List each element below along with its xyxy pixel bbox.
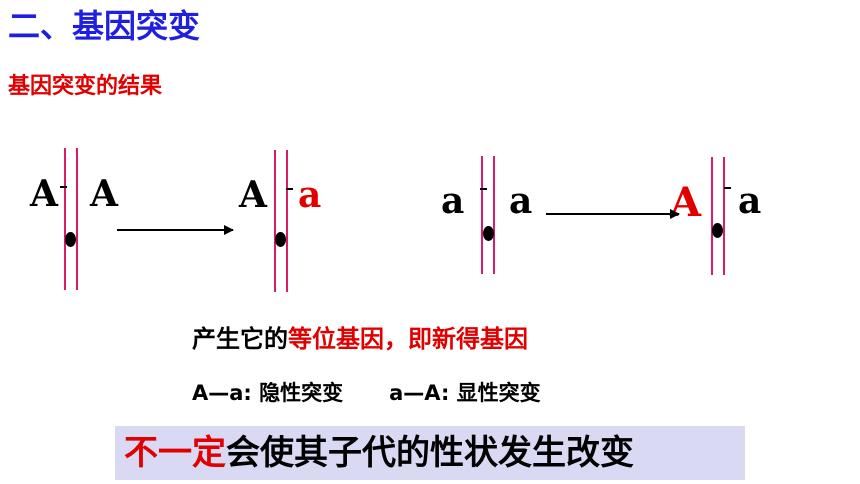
allele-2-before-left: a <box>441 180 465 222</box>
conclusion-text: 不一定会使其子代的性状发生改变 <box>124 431 634 475</box>
allele-1-before-left: A <box>30 173 58 215</box>
dominant-mutation-label: a—A: 显性突变 <box>389 381 541 405</box>
chromosome-1-after <box>274 150 294 292</box>
new-gene-statement: 产生它的等位基因，即新得基因 <box>192 322 528 356</box>
centromere-dot <box>483 226 494 241</box>
statement-highlight: 等位基因，即新得基因 <box>288 325 528 353</box>
section-subtitle: 基因突变的结果 <box>8 74 163 99</box>
recessive-mutation-label: A—a: 隐性突变 <box>192 381 344 405</box>
page-title: 二、基因突变 <box>8 7 201 45</box>
chromosome-1-before <box>60 148 84 290</box>
conclusion-rest: 会使其子代的性状发生改变 <box>226 433 634 473</box>
conclusion-box <box>115 426 745 480</box>
allele-1-after-right-mutated: a <box>298 174 322 216</box>
allele-2-before-right: a <box>509 180 533 222</box>
allele-2-after-right: a <box>738 180 762 222</box>
allele-1-after-left: A <box>239 174 267 216</box>
centromere-dot <box>712 223 723 238</box>
conclusion-highlight: 不一定 <box>124 433 226 473</box>
chromosome-2-after <box>711 157 731 275</box>
centromere-dot <box>275 232 286 247</box>
statement-prefix: 产生它的 <box>192 325 288 353</box>
mutation-types: A—a: 隐性突变 a—A: 显性突变 <box>192 378 541 408</box>
centromere-dot <box>65 232 76 247</box>
chromosome-2-before <box>480 156 501 274</box>
allele-1-before-right: A <box>90 173 118 215</box>
